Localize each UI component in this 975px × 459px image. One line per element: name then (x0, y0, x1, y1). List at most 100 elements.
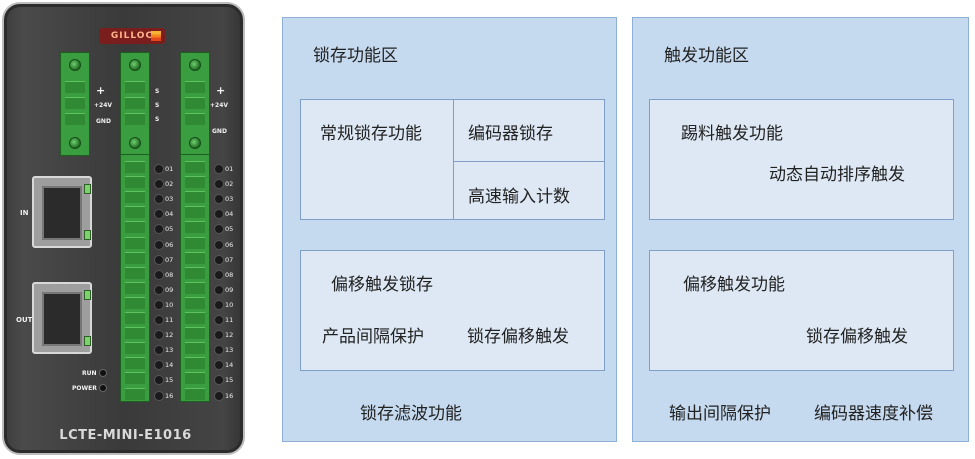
pin-number-label: 16 (165, 391, 174, 400)
pin-indicator (154, 315, 164, 325)
pin-number-label: 10 (165, 300, 174, 309)
run-label: RUN (82, 370, 97, 377)
pin-indicator (154, 224, 164, 235)
offset-trigger-label: 偏移触发功能 (683, 275, 785, 295)
pin-indicator (214, 375, 224, 386)
io-terminal-column-left (120, 154, 150, 402)
pin-indicator (154, 284, 164, 295)
pin-indicator (214, 224, 224, 235)
io-terminal-cell (125, 251, 145, 264)
plus-label: + (96, 84, 106, 97)
offset-trigger-latch-label: 偏移触发锁存 (331, 275, 433, 295)
io-terminal-cell (125, 342, 145, 355)
io-terminal-cell (185, 342, 205, 355)
s-label: S (155, 88, 160, 95)
pin-number-label: 02 (165, 180, 174, 189)
io-terminal-cell (125, 312, 145, 324)
encoder-speed-compensation-label: 编码器速度补偿 (814, 404, 933, 424)
pin-indicator (214, 164, 224, 174)
kick-trigger-label: 踢料触发功能 (681, 124, 783, 144)
io-terminal-cell (125, 357, 145, 370)
trigger-function-panel (632, 17, 969, 442)
io-terminal-cell (185, 312, 205, 324)
pin-number-label: 13 (225, 346, 234, 355)
latch-function-panel (282, 17, 617, 442)
io-terminal-cell (185, 266, 205, 279)
io-terminal-cell (185, 357, 205, 370)
pin-indicator (154, 179, 164, 190)
pin-number-label: 11 (225, 316, 234, 324)
pin-number-label: 08 (165, 270, 174, 279)
pin-number-label: 10 (225, 300, 234, 309)
pin-indicator (154, 345, 164, 356)
pin-number-label: 03 (225, 195, 234, 204)
latch-offset-trigger-label: 锁存偏移触发 (467, 327, 569, 347)
pin-number-label: 14 (225, 361, 234, 370)
pin-number-label: 05 (165, 225, 174, 234)
pin-number-label: 09 (225, 285, 234, 294)
pin-number-label: 02 (225, 180, 234, 189)
trigger-panel-title: 触发功能区 (664, 46, 749, 66)
pin-number-label: 01 (225, 165, 234, 173)
latch-panel-title: 锁存功能区 (313, 46, 398, 66)
power-label: POWER (72, 385, 97, 392)
power-terminal-block-2 (180, 52, 210, 156)
io-terminal-column-right (180, 154, 210, 402)
pin-number-label: 04 (225, 210, 234, 219)
power-led (99, 384, 107, 392)
pin-indicator (154, 360, 164, 371)
latch-box-2 (300, 250, 605, 371)
in-label: IN (20, 209, 29, 217)
pin-number-label: 12 (165, 331, 174, 340)
pin-indicator (154, 194, 164, 205)
pin-number-label: 15 (225, 376, 234, 385)
pin-number-label: 11 (165, 316, 174, 324)
io-terminal-cell (185, 372, 205, 385)
pin-indicator (214, 299, 224, 310)
io-terminal-cell (185, 221, 205, 234)
brand-logo: GILLOC (99, 28, 165, 44)
24v-label: +24V (210, 102, 229, 109)
pin-indicator (214, 330, 224, 341)
pin-indicator (154, 375, 164, 386)
pin-indicator (154, 209, 164, 220)
pin-indicator (214, 194, 224, 205)
io-terminal-cell (125, 372, 145, 385)
latch-filter-label: 锁存滤波功能 (360, 404, 462, 424)
pin-number-label: 05 (225, 225, 234, 234)
latch-box-1-hdivider (453, 161, 605, 162)
product-interval-protection-label: 产品间隔保护 (322, 327, 424, 347)
pin-indicator (214, 345, 224, 356)
pin-number-label: 15 (165, 376, 174, 385)
pin-indicator (154, 254, 164, 265)
io-terminal-cell (125, 327, 145, 340)
io-terminal-cell (185, 236, 205, 249)
pin-number-label: 14 (165, 361, 174, 370)
output-interval-protection-label: 输出间隔保护 (669, 404, 771, 424)
io-terminal-cell (185, 327, 205, 340)
power-terminal-block (60, 52, 90, 156)
io-terminal-cell (185, 296, 205, 309)
pin-indicator (214, 284, 224, 295)
io-terminal-cell (125, 281, 145, 294)
high-speed-count-label: 高速输入计数 (468, 187, 570, 207)
terminal-screw (69, 59, 81, 71)
pin-indicator (154, 299, 164, 310)
signal-terminal-block (120, 52, 150, 156)
pin-indicator (214, 390, 224, 401)
pin-indicator (214, 315, 224, 325)
s-label: S (155, 116, 160, 123)
pin-indicator (214, 360, 224, 371)
io-terminal-cell (125, 236, 145, 249)
terminal-screw (69, 137, 81, 149)
gnd-label: GND (96, 118, 111, 125)
pin-number-label: 06 (225, 240, 234, 249)
brand-logo-mark (151, 31, 161, 41)
plus-label: + (216, 84, 226, 97)
out-label: OUT (16, 316, 33, 324)
pin-number-label: 06 (165, 240, 174, 249)
io-terminal-cell (125, 296, 145, 309)
pin-number-label: 03 (165, 195, 174, 204)
trigger-box-1 (649, 99, 954, 220)
pin-number-label: 13 (165, 346, 174, 355)
